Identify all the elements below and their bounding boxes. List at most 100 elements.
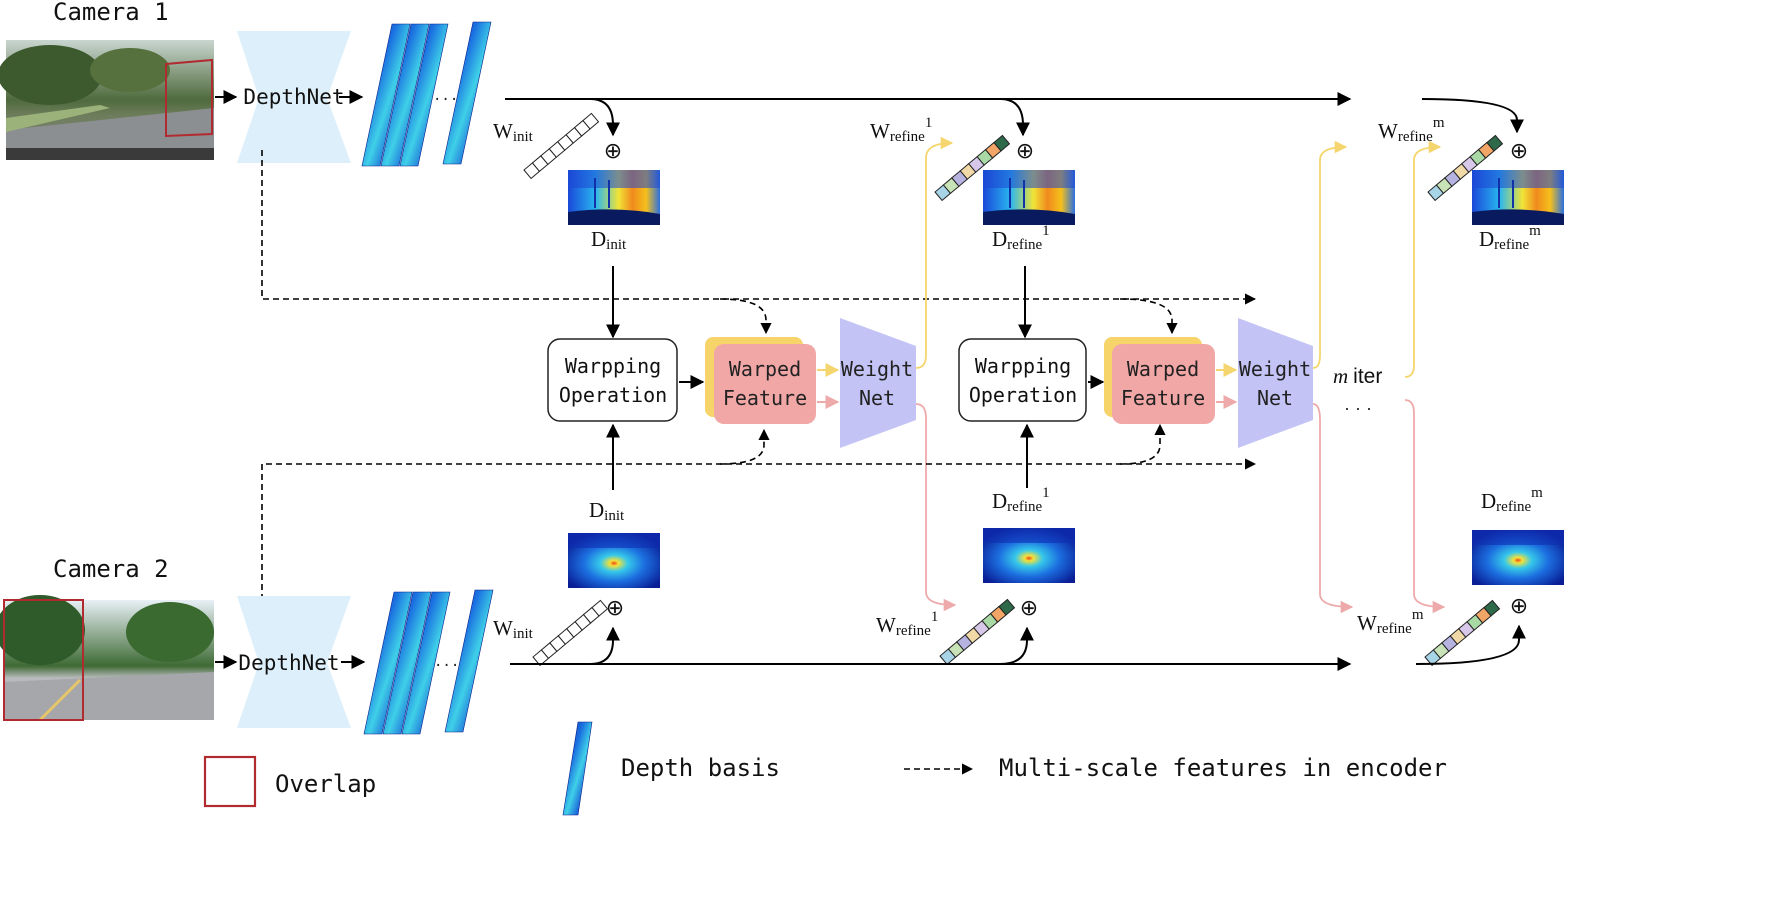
d-refinem-top-base: D xyxy=(1479,227,1494,251)
w-refinem-bot-base: W xyxy=(1357,611,1377,635)
w-init-bot-base: W xyxy=(493,616,513,640)
legend: Overlap Depth basis Multi-scale features… xyxy=(203,721,1447,816)
d-refine1-top-sub: refine xyxy=(1007,237,1042,253)
svg-text:Warped: Warped xyxy=(1127,357,1199,381)
plus-init-bot: ⊕ xyxy=(606,595,624,620)
depth-init-top xyxy=(568,170,660,225)
warp-op-2: Warpping Operation xyxy=(958,338,1087,422)
d-refine1-bot-base: D xyxy=(992,489,1007,513)
svg-text:Net: Net xyxy=(1257,386,1293,410)
plus-init-top: ⊕ xyxy=(604,138,622,163)
depthnet-2-label: DepthNet xyxy=(238,651,339,675)
iter-m: m xyxy=(1333,364,1348,388)
svg-text:Warpping: Warpping xyxy=(975,354,1071,378)
d-init-top-base: D xyxy=(591,227,606,251)
ellipsis-1: ... xyxy=(433,88,458,104)
svg-text:Wrefine1: Wrefine1 xyxy=(870,115,932,145)
svg-text:Dinit: Dinit xyxy=(591,227,627,253)
svg-text:Winit: Winit xyxy=(493,616,534,642)
depth-basis-stack-2 xyxy=(363,589,494,735)
w-refinem-top-sub: refine xyxy=(1398,129,1433,145)
w-refine1-top-base: W xyxy=(870,119,890,143)
weight-refinem-bot xyxy=(1424,599,1500,666)
iter-dots: · · · xyxy=(1344,398,1372,418)
d-init-bot-base: D xyxy=(589,498,604,522)
w-refinem-bot-sub: refine xyxy=(1377,621,1412,637)
d-refinem-top-sup: m xyxy=(1529,223,1541,239)
depth-refine1-bot xyxy=(983,528,1075,583)
w-refinem-top-sup: m xyxy=(1433,115,1445,131)
svg-text:Drefine1: Drefine1 xyxy=(992,223,1050,253)
d-refine1-bot-sup: 1 xyxy=(1042,485,1050,501)
d-refinem-bot-base: D xyxy=(1481,489,1496,513)
svg-text:Wrefinem: Wrefinem xyxy=(1357,607,1424,637)
legend-depth-basis-label: Depth basis xyxy=(621,754,780,782)
svg-text:Warped: Warped xyxy=(729,357,801,381)
camera-1-label: Camera 1 xyxy=(53,0,169,26)
overlap-region-cam2 xyxy=(3,599,84,721)
legend-multiscale-label: Multi-scale features in encoder xyxy=(999,754,1447,782)
warp-op-1: Warpping Operation xyxy=(547,338,678,422)
w-refine1-top-sub: refine xyxy=(890,129,925,145)
svg-text:Feature: Feature xyxy=(1121,386,1205,410)
w-refinem-top-base: W xyxy=(1378,119,1398,143)
d-init-top-sub: init xyxy=(606,237,627,253)
depthnet-1-label: DepthNet xyxy=(243,85,344,109)
d-refinem-top-sub: refine xyxy=(1494,237,1529,253)
legend-depth-basis-icon xyxy=(562,721,593,816)
warped-feature-2: Warped Feature xyxy=(1104,337,1215,424)
plus-refinem-bot: ⊕ xyxy=(1510,593,1528,618)
svg-text:Warpping: Warpping xyxy=(565,354,661,378)
weight-refine1-bot xyxy=(939,598,1015,665)
d-refine1-top-sup: 1 xyxy=(1042,223,1050,239)
svg-text:Drefinem: Drefinem xyxy=(1479,223,1541,253)
svg-text:Dinit: Dinit xyxy=(589,498,625,524)
svg-text:Feature: Feature xyxy=(723,386,807,410)
svg-text:Net: Net xyxy=(859,386,895,410)
depth-refinem-bot xyxy=(1472,530,1564,585)
w-refine1-bot-sup: 1 xyxy=(931,609,939,625)
weight-net-2: Weight Net xyxy=(1238,318,1313,448)
overlap-region-cam1 xyxy=(165,58,213,138)
d-refinem-bot-sup: m xyxy=(1531,485,1543,501)
w-init-bot-sub: init xyxy=(513,626,534,642)
svg-text:Weight: Weight xyxy=(841,357,913,381)
svg-text:Operation: Operation xyxy=(969,383,1077,407)
svg-text:Winit: Winit xyxy=(493,119,534,145)
d-init-bot-sub: init xyxy=(604,508,625,524)
legend-overlap-label: Overlap xyxy=(275,770,376,798)
depth-refine1-top xyxy=(983,170,1075,225)
svg-text:Wrefinem: Wrefinem xyxy=(1378,115,1445,145)
w-init-top-base: W xyxy=(493,119,513,143)
d-refine1-bot-sub: refine xyxy=(1007,499,1042,515)
depth-init-bot xyxy=(568,533,660,588)
w-refinem-bot-sup: m xyxy=(1412,607,1424,623)
weight-net-1: Weight Net xyxy=(840,318,916,448)
d-refine1-top-base: D xyxy=(992,227,1007,251)
svg-text:Drefine1: Drefine1 xyxy=(992,485,1050,515)
svg-text:Operation: Operation xyxy=(559,383,667,407)
svg-text:Weight: Weight xyxy=(1239,357,1311,381)
plus-refine1-top: ⊕ xyxy=(1016,138,1034,163)
d-refinem-bot-sub: refine xyxy=(1496,499,1531,515)
camera-2-image xyxy=(0,595,214,722)
svg-text:Wrefine1: Wrefine1 xyxy=(876,609,938,639)
w-refine1-top-sup: 1 xyxy=(925,115,933,131)
camera-2-label: Camera 2 xyxy=(53,555,169,583)
ellipsis-2: ... xyxy=(434,654,459,670)
plus-refine1-bot: ⊕ xyxy=(1020,595,1038,620)
depth-refinem-top xyxy=(1472,170,1564,225)
depth-basis-stack-1 xyxy=(361,21,492,167)
w-refine1-bot-sub: refine xyxy=(896,623,931,639)
w-refine1-bot-base: W xyxy=(876,613,896,637)
plus-refinem-top: ⊕ xyxy=(1510,138,1528,163)
svg-text:Drefinem: Drefinem xyxy=(1481,485,1543,515)
legend-overlap-swatch xyxy=(203,755,257,808)
weight-init-top xyxy=(523,112,599,179)
iter-label: iter xyxy=(1353,365,1382,388)
weight-init-bot xyxy=(532,599,608,666)
camera-1-image xyxy=(0,40,214,160)
warped-feature-1: Warped Feature xyxy=(705,337,816,424)
